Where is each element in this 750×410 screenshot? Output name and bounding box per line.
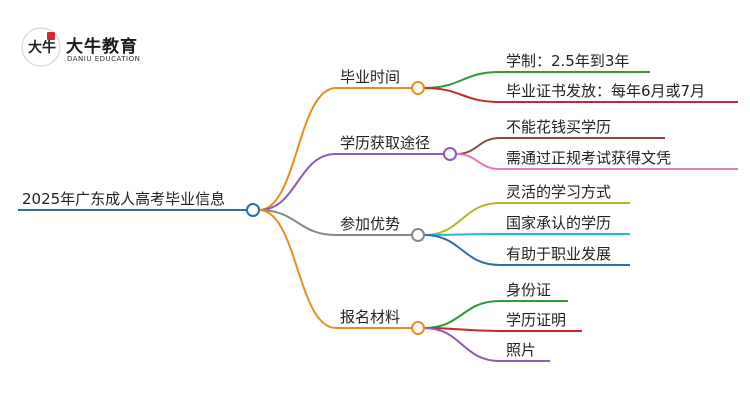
branch-label: 参加优势 — [340, 215, 401, 233]
child-connector — [423, 233, 501, 236]
child-label: 有助于职业发展 — [506, 245, 612, 263]
branch-connector — [258, 209, 337, 236]
branch-node — [411, 321, 425, 335]
branch-connector — [258, 209, 337, 329]
child-connector — [423, 327, 501, 362]
logo-mark-icon: 大牛 — [21, 27, 61, 67]
root-label: 2025年广东成人高考毕业信息 — [22, 190, 226, 208]
logo: 大牛 大牛教育 DANIU EDUCATION — [20, 26, 170, 70]
child-label: 照片 — [506, 341, 537, 359]
child-connector — [423, 87, 501, 103]
child-label: 不能花钱买学历 — [506, 118, 612, 136]
child-connector — [455, 137, 501, 155]
branch-label: 报名材料 — [340, 308, 401, 326]
branch-node — [411, 81, 425, 95]
branch-connector — [258, 153, 337, 211]
logo-mark-text: 大牛 — [28, 39, 56, 56]
child-connector — [423, 202, 501, 236]
child-label: 国家承认的学历 — [506, 214, 612, 232]
branch-connector — [258, 87, 337, 211]
child-label: 毕业证书发放：每年6月或7月 — [506, 82, 706, 100]
branch-node — [411, 228, 425, 242]
logo-subtitle: DANIU EDUCATION — [67, 55, 141, 63]
root-node — [246, 203, 260, 217]
child-label: 学制：2.5年到3年 — [506, 52, 630, 70]
child-connector — [423, 234, 501, 266]
child-label: 灵活的学习方式 — [506, 183, 612, 201]
child-label: 身份证 — [506, 281, 552, 299]
branch-label: 毕业时间 — [340, 68, 401, 86]
branch-node — [443, 147, 457, 161]
child-connector — [423, 71, 501, 89]
logo-name: 大牛教育 — [66, 37, 138, 57]
child-label: 学历证明 — [506, 311, 567, 329]
child-label: 需通过正规考试获得文凭 — [506, 149, 672, 167]
child-connector — [423, 300, 501, 329]
branch-label: 学历获取途径 — [340, 134, 431, 152]
child-connector — [455, 153, 501, 170]
